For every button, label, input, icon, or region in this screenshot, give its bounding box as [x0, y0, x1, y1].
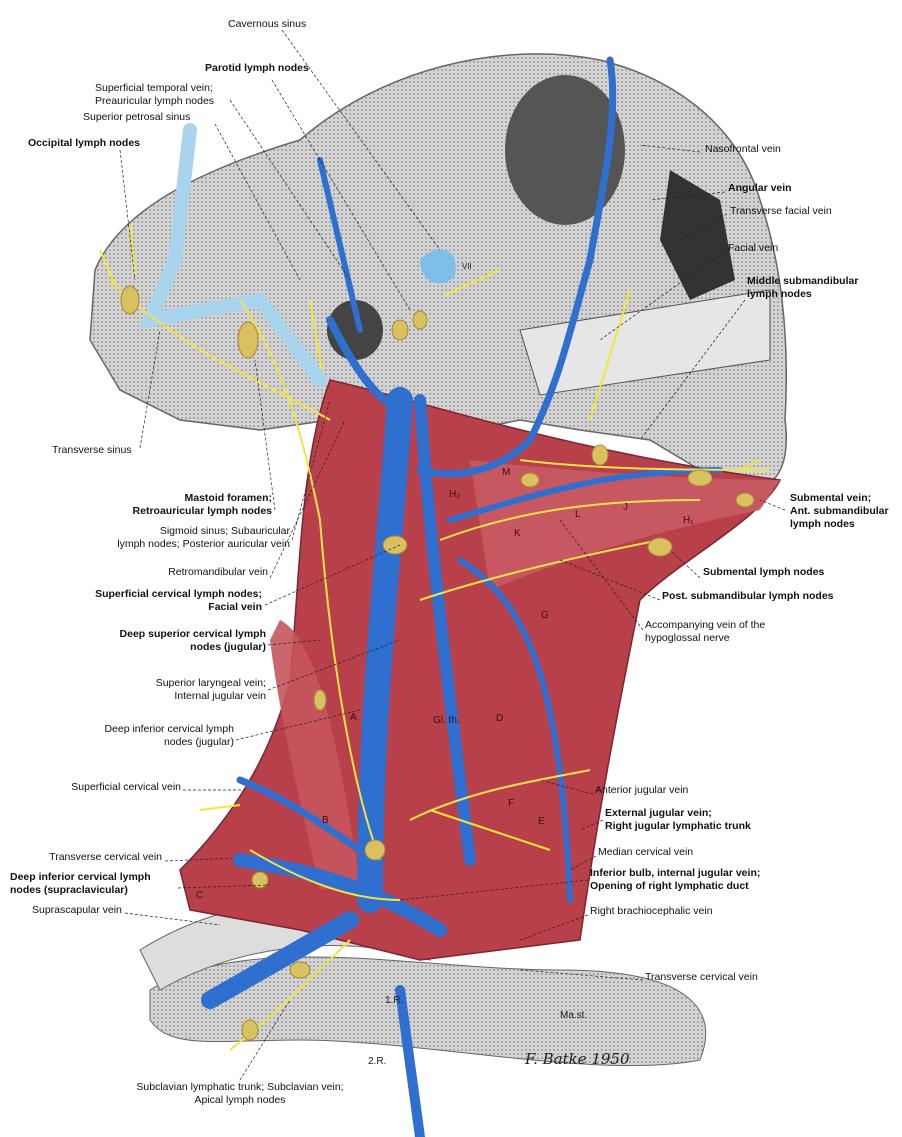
label-right-brachiocephalic-vein: Right brachiocephalic vein	[590, 905, 713, 917]
veins	[201, 56, 723, 1137]
label-superficial-temporal-vein: Superficial temporal vein;Preauricular l…	[95, 82, 214, 108]
label-1r: 1.R.	[385, 995, 404, 1006]
label-angular-vein: Angular vein	[728, 182, 792, 194]
letter-h2: H₂	[449, 489, 461, 500]
label-line: Apical lymph nodes	[194, 1094, 286, 1106]
label-facial-vein: Facial vein	[728, 242, 779, 254]
dural-sinus	[138, 123, 327, 387]
label-transverse-facial-vein: Transverse facial vein	[730, 205, 832, 217]
label-line: Right jugular lymphatic trunk	[605, 820, 751, 832]
letter-c: C	[196, 890, 204, 901]
letter-b: B	[322, 815, 329, 826]
label-nasofrontal-vein: Nasofrontal vein	[705, 143, 781, 155]
label-median-cervical-vein: Median cervical vein	[598, 846, 694, 858]
letter-f: F	[508, 798, 515, 809]
label-line: lymph nodes	[790, 518, 855, 530]
label-parotid-lymph-nodes: Parotid lymph nodes	[205, 62, 309, 74]
cavernous-sinus-shape	[420, 249, 456, 284]
label-line: Retroauricular lymph nodes	[132, 505, 272, 517]
label-line: Superficial cervical lymph nodes;	[95, 588, 262, 600]
lymph-nodes	[120, 285, 755, 1041]
sternocleidomastoid	[270, 620, 360, 890]
label-suprascapular-vein: Suprascapular vein	[32, 904, 122, 916]
label-vii: VII	[462, 262, 472, 271]
label-occipital-lymph-nodes: Occipital lymph nodes	[28, 137, 141, 149]
label-superficial-cervical-lymph-nodes: Superficial cervical lymph nodes;Facial …	[95, 588, 262, 614]
label-superior-laryngeal-vein: Superior laryngeal vein;Internal jugular…	[156, 677, 266, 703]
label-line: Submental vein;	[790, 492, 872, 504]
label-line: Deep superior cervical lymph	[119, 628, 266, 640]
label-submental-lymph-nodes: Submental lymph nodes	[703, 566, 825, 578]
label-line: nodes (supraclavicular)	[10, 884, 128, 896]
teeth	[519, 289, 771, 396]
label-line: Facial vein	[208, 601, 262, 613]
label-line: Deep inferior cervical lymph	[104, 723, 234, 735]
label-line: lymph nodes; Posterior auricular vein	[117, 538, 290, 550]
orbit	[505, 75, 625, 225]
letter-d: D	[496, 713, 504, 724]
label-line: Subclavian lymphatic trunk; Subclavian v…	[136, 1081, 344, 1093]
label-gl-th: Gl. th.	[433, 715, 460, 726]
label-line: Preauricular lymph nodes	[95, 95, 215, 107]
label-line: Ant. submandibular	[790, 505, 889, 517]
label-line: Internal jugular vein	[174, 690, 266, 702]
label-line: Superior laryngeal vein;	[155, 677, 266, 689]
nasal-cavity	[660, 170, 735, 300]
rib-1	[149, 956, 707, 1067]
label-2r: 2.R.	[368, 1056, 387, 1067]
label-line: Superficial temporal vein;	[95, 82, 213, 94]
label-anterior-jugular-vein: Anterior jugular vein	[595, 784, 689, 796]
label-transverse-sinus: Transverse sinus	[52, 444, 132, 456]
label-external-jugular-vein: External jugular vein;Right jugular lymp…	[605, 807, 751, 833]
label-line: External jugular vein;	[605, 807, 712, 819]
label-transverse-cervical-vein-right: Transverse cervical vein	[645, 971, 758, 983]
label-ma-st: Ma.st.	[560, 1010, 588, 1021]
label-cavernous-sinus: Cavernous sinus	[228, 18, 307, 30]
letter-j: J	[623, 502, 628, 513]
label-superior-petrosal-sinus: Superior petrosal sinus	[83, 111, 191, 123]
label-line: Mastoid foramen;	[184, 492, 272, 504]
label-line: Inferior bulb, internal jugular vein;	[590, 867, 761, 879]
leader-lines	[119, 29, 786, 1081]
letter-e: E	[538, 816, 545, 827]
label-superficial-cervical-vein: Superficial cervical vein	[71, 781, 181, 793]
letter-k: K	[514, 528, 521, 539]
label-line: Accompanying vein of the	[645, 619, 766, 631]
letter-h1: H₁	[683, 515, 694, 526]
label-subclavian-lymphatic-trunk: Subclavian lymphatic trunk; Subclavian v…	[120, 1081, 360, 1107]
label-line: hypoglossal nerve	[645, 632, 730, 644]
arrows	[99, 224, 761, 851]
label-inferior-bulb: Inferior bulb, internal jugular vein;Ope…	[590, 867, 760, 893]
letter-g: G	[541, 610, 549, 621]
artist-signature: F. Batke 1950	[525, 1050, 630, 1068]
label-post-submandibular-lymph-nodes: Post. submandibular lymph nodes	[662, 590, 834, 602]
label-line: Opening of right lymphatic duct	[590, 880, 749, 892]
label-line: Middle submandibular	[747, 275, 859, 287]
label-transverse-cervical-vein-left: Transverse cervical vein	[49, 851, 162, 863]
letter-a: A	[350, 712, 357, 723]
label-retromandibular-vein: Retromandibular vein	[168, 566, 268, 578]
label-line: nodes (jugular)	[190, 641, 266, 653]
label-mastoid-foramen: Mastoid foramen;Retroauricular lymph nod…	[133, 492, 272, 518]
letter-m: M	[502, 467, 511, 478]
label-line: Sigmoid sinus; Subauricular	[159, 525, 290, 537]
letter-l: L	[575, 509, 581, 520]
label-line: lymph nodes	[747, 288, 812, 300]
label-line: nodes (jugular)	[163, 736, 234, 748]
label-line: Deep inferior cervical lymph	[10, 871, 151, 883]
